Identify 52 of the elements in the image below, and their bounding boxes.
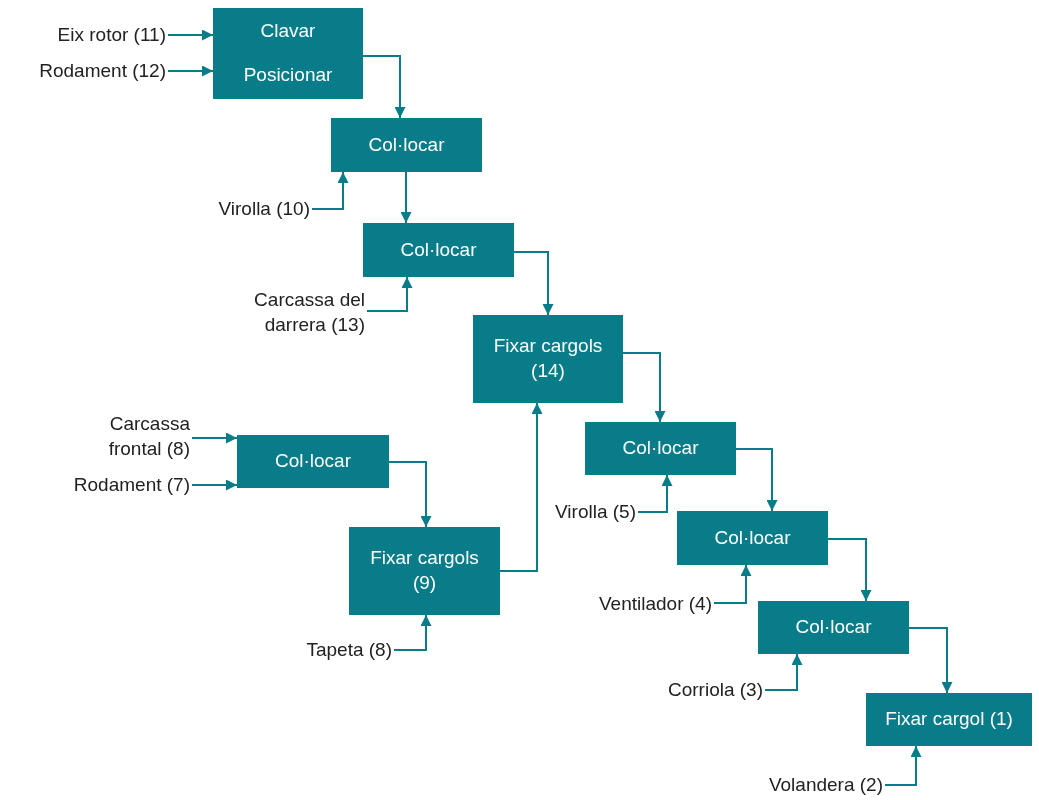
step-label: Col·locar <box>795 615 872 640</box>
process-box <box>237 435 389 488</box>
step-label: Col·locar <box>714 525 791 550</box>
input-label: Rodament (12) <box>39 58 166 83</box>
process-box <box>349 527 500 615</box>
input-label: Eix rotor (11) <box>57 22 166 47</box>
arrow <box>713 564 752 604</box>
arrow <box>191 479 238 491</box>
process-box <box>331 118 482 172</box>
arrow <box>622 352 666 423</box>
process-box <box>585 422 736 475</box>
input-label: Volandera (2) <box>768 772 883 797</box>
step-label: Posicionar <box>243 62 333 87</box>
input-label: Rodament (7) <box>73 472 190 497</box>
arrow <box>393 614 432 651</box>
arrow <box>513 251 554 316</box>
input-label: Corriola (3) <box>667 677 763 702</box>
step-label: Col·locar <box>400 237 477 262</box>
arrow <box>499 402 543 572</box>
input-label: Ventilador (4) <box>599 591 712 616</box>
input-label: Virolla (5) <box>555 499 636 524</box>
input-label: Tapeta (8) <box>306 637 392 662</box>
arrow <box>735 448 778 512</box>
step-label: Col·locar <box>275 449 351 474</box>
input-label: Virolla (10) <box>218 196 310 221</box>
arrow <box>884 745 922 786</box>
arrow <box>311 171 349 210</box>
input-label: Carcassa frontal (8) <box>107 412 190 461</box>
arrow <box>167 65 214 77</box>
arrow <box>764 653 803 691</box>
arrow <box>366 276 413 312</box>
step-label: Fixar cargols (9) <box>369 546 480 595</box>
input-label: Carcassa del darrera (13) <box>253 288 365 337</box>
process-box <box>758 601 909 654</box>
arrow <box>191 432 238 444</box>
step-label: Fixar cargol (1) <box>885 707 1013 732</box>
step-label: Fixar cargols (14) <box>492 334 604 383</box>
step-label: Clavar <box>260 19 316 44</box>
arrow <box>827 538 872 602</box>
step-label: Col·locar <box>622 436 699 461</box>
arrow <box>400 171 412 224</box>
arrow <box>362 55 406 119</box>
arrow <box>637 474 673 513</box>
arrow <box>167 29 214 41</box>
arrow <box>388 461 432 528</box>
step-label: Col·locar <box>368 132 445 157</box>
arrow <box>908 627 953 694</box>
process-box <box>677 511 828 565</box>
process-box <box>473 315 623 403</box>
process-box <box>866 693 1032 746</box>
process-box <box>213 8 363 99</box>
process-box <box>363 223 514 277</box>
